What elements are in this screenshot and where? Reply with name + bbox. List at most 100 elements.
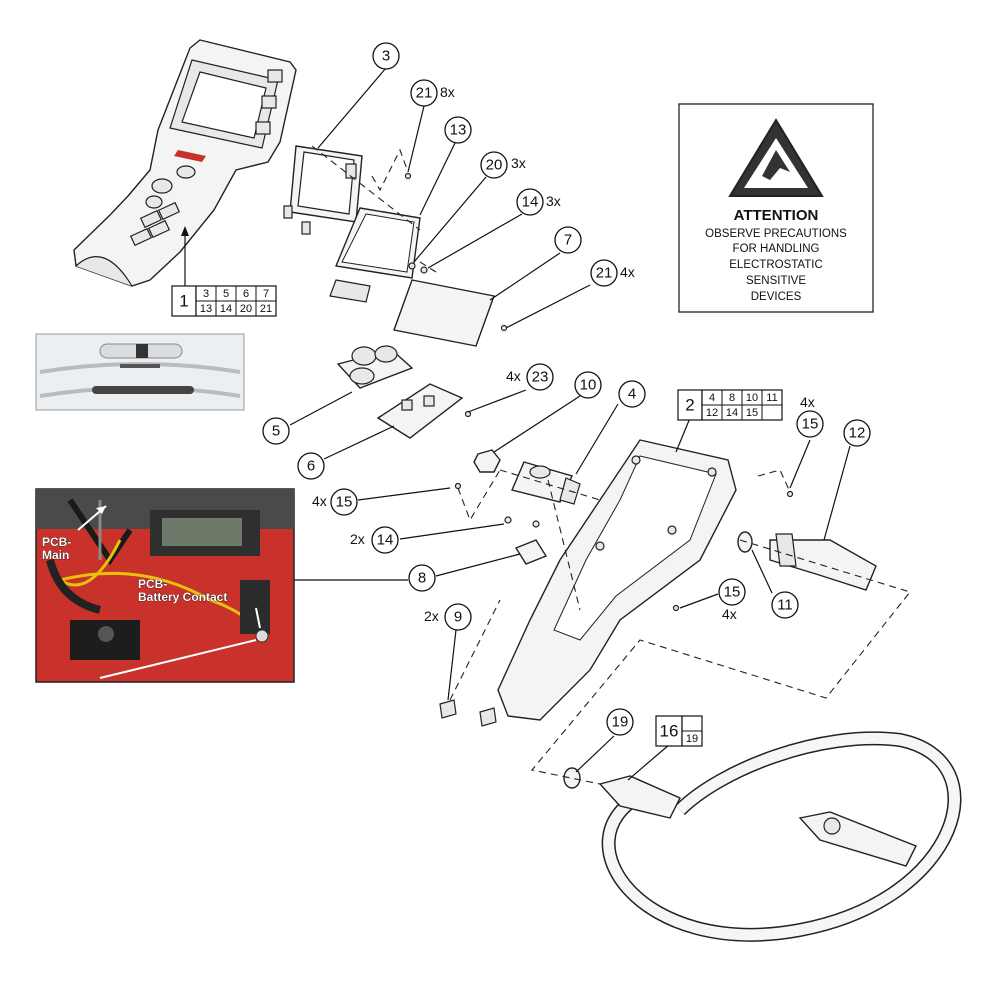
callout-12: 12 xyxy=(843,419,871,447)
svg-text:14: 14 xyxy=(377,532,394,549)
svg-text:20: 20 xyxy=(240,303,252,315)
svg-text:11: 11 xyxy=(766,392,777,404)
svg-text:7: 7 xyxy=(263,288,269,300)
svg-text:5: 5 xyxy=(223,288,229,300)
svg-text:PCB-: PCB- xyxy=(138,577,167,591)
callout-15-4x-right: 15 4x xyxy=(718,578,746,622)
svg-text:3x: 3x xyxy=(511,155,526,171)
svg-text:4x: 4x xyxy=(506,368,521,384)
svg-text:13: 13 xyxy=(450,122,467,139)
svg-text:Main: Main xyxy=(42,548,69,562)
wire-splice-photo xyxy=(35,333,245,411)
svg-text:4x: 4x xyxy=(620,264,635,280)
svg-text:11: 11 xyxy=(777,597,793,614)
callout-20-3x: 20 3x xyxy=(480,151,526,179)
svg-text:ATTENTION: ATTENTION xyxy=(734,207,819,224)
svg-text:15: 15 xyxy=(746,407,758,419)
lcd-screen-part xyxy=(329,207,421,303)
callout-13: 13 xyxy=(444,116,472,144)
callout-15-4x-top: 15 4x xyxy=(796,394,824,438)
callout-7: 7 xyxy=(554,226,582,254)
o-ring-19-part xyxy=(563,767,581,789)
svg-text:PCB-: PCB- xyxy=(42,535,71,549)
svg-text:12: 12 xyxy=(849,425,866,442)
svg-text:3: 3 xyxy=(203,288,209,300)
svg-text:DEVICES: DEVICES xyxy=(751,291,802,303)
svg-text:SENSITIVE: SENSITIVE xyxy=(746,275,806,287)
svg-text:15: 15 xyxy=(802,416,819,433)
callout-5: 5 xyxy=(262,417,290,445)
nut-part xyxy=(473,449,501,473)
pcb-part xyxy=(376,383,464,439)
svg-text:19: 19 xyxy=(612,714,629,731)
svg-text:5: 5 xyxy=(272,423,280,440)
svg-text:4: 4 xyxy=(628,386,636,403)
svg-text:14: 14 xyxy=(726,407,738,419)
callout-19: 19 xyxy=(606,708,634,736)
svg-text:ELECTROSTATIC: ELECTROSTATIC xyxy=(729,259,823,271)
svg-text:21: 21 xyxy=(416,85,433,102)
camera-cable-part xyxy=(563,731,962,942)
svg-text:3x: 3x xyxy=(546,193,561,209)
svg-text:4x: 4x xyxy=(722,606,737,622)
svg-text:16: 16 xyxy=(660,722,679,741)
kit-box-2: 2 4 8 10 11 12 14 15 xyxy=(677,389,783,421)
bracket-part xyxy=(511,461,581,505)
svg-text:OBSERVE PRECAUTIONS: OBSERVE PRECAUTIONS xyxy=(705,228,847,240)
svg-text:Battery Contact: Battery Contact xyxy=(138,590,227,604)
callout-14-2x: 14 2x xyxy=(350,526,399,554)
svg-text:FOR HANDLING: FOR HANDLING xyxy=(733,243,820,255)
svg-text:6: 6 xyxy=(243,288,249,300)
callout-4: 4 xyxy=(618,380,646,408)
callout-9-2x: 9 2x xyxy=(424,603,472,631)
callout-11: 11 xyxy=(771,591,799,619)
svg-text:6: 6 xyxy=(307,458,315,475)
callout-8: 8 xyxy=(408,564,436,592)
callout-10: 10 xyxy=(574,371,602,399)
svg-text:13: 13 xyxy=(200,303,212,315)
callout-21-8x: 21 8x xyxy=(410,79,455,107)
svg-text:14: 14 xyxy=(220,303,232,315)
clip-part xyxy=(439,699,457,719)
svg-text:4x: 4x xyxy=(800,394,815,410)
svg-text:14: 14 xyxy=(522,194,539,211)
svg-text:10: 10 xyxy=(746,392,758,404)
svg-text:15: 15 xyxy=(724,584,741,601)
svg-text:4x: 4x xyxy=(312,493,327,509)
pcb-assembly-photo: PCB- Main PCB- Battery Contact xyxy=(35,488,295,683)
cable-connector-part xyxy=(769,533,877,591)
svg-text:15: 15 xyxy=(336,494,353,511)
kit-box-1: 1 3 5 6 7 13 14 20 21 xyxy=(171,285,277,317)
main-housing-part xyxy=(497,439,737,721)
svg-text:7: 7 xyxy=(564,232,572,249)
svg-text:23: 23 xyxy=(532,369,549,386)
svg-text:2: 2 xyxy=(685,396,694,415)
callout-21-4x: 21 4x xyxy=(590,259,635,287)
svg-text:20: 20 xyxy=(486,157,503,174)
svg-text:1: 1 xyxy=(179,292,188,311)
leader-lines xyxy=(289,67,851,781)
svg-text:3: 3 xyxy=(382,48,390,65)
svg-text:2x: 2x xyxy=(424,608,439,624)
svg-text:8x: 8x xyxy=(440,84,455,100)
svg-text:9: 9 xyxy=(454,609,462,626)
small-hardware xyxy=(404,172,794,612)
callout-6: 6 xyxy=(297,452,325,480)
battery-contact-part xyxy=(514,539,548,565)
svg-text:8: 8 xyxy=(418,570,426,587)
callout-15-4x-left: 15 4x xyxy=(312,488,358,516)
display-frame-part xyxy=(283,145,363,235)
front-housing-part xyxy=(73,39,297,287)
callout-23-4x: 23 4x xyxy=(506,363,554,391)
svg-text:4: 4 xyxy=(709,392,715,404)
callout-14-3x: 14 3x xyxy=(516,188,561,216)
esd-warning-box: ATTENTION OBSERVE PRECAUTIONS FOR HANDLI… xyxy=(678,103,874,313)
assembly-lines xyxy=(311,145,911,785)
esd-warning-triangle-icon xyxy=(728,118,824,197)
svg-text:2x: 2x xyxy=(350,531,365,547)
kit-box-16: 16 19 xyxy=(655,715,703,747)
svg-text:8: 8 xyxy=(729,392,735,404)
callout-3: 3 xyxy=(372,42,400,70)
board-cover-part xyxy=(393,279,495,347)
